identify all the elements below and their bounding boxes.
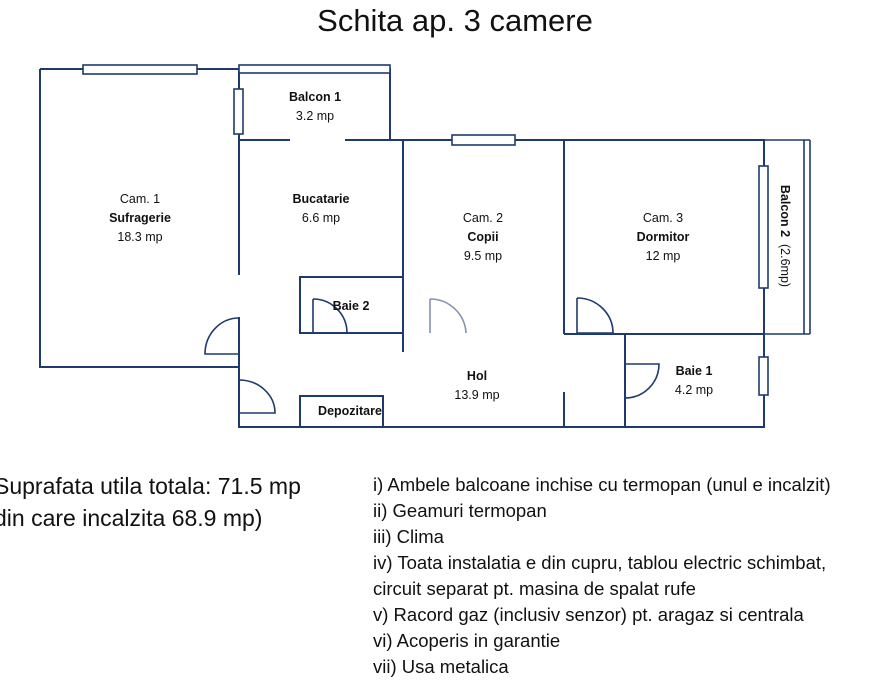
feature-item: ii) Geamuri termopan [373,500,547,521]
room-label-cam2: Cam. 2 Copii 9.5 mp [462,211,504,263]
room-label-cam3: Cam. 3 Dormitor 12 mp [636,211,690,263]
feature-item: i) Ambele balcoane inchise cu termopan (… [373,474,831,495]
doors [204,297,660,414]
surface-heated: din care incalzita 68.9 mp) [0,505,263,531]
feature-item: vi) Acoperis in garantie [373,630,561,651]
windows [82,64,769,396]
features-list: i) Ambele balcoane inchise cu termopan (… [373,472,831,680]
surface-total: Suprafata utila totala: 71.5 mp [0,473,301,499]
feature-item: iv) Toata instalatia e din cupru, tablou… [373,552,827,573]
feature-item: iii) Clima [373,526,444,547]
room-label-cam1: Cam. 1 Sufragerie 18.3 mp [109,192,171,244]
room-label-balcon1: Balcon 1 3.2 mp [288,90,342,123]
room-label-baie2: Baie 2 [332,299,370,313]
room-label-depozitare: Depozitare [318,404,382,418]
page-title: Schita ap. 3 camere [317,3,593,38]
room-label-baie1: Baie 1 4.2 mp [674,364,714,397]
feature-item: v) Racord gaz (inclusiv senzor) pt. arag… [373,604,804,625]
room-label-hol: Hol 13.9 mp [454,369,500,402]
feature-item: circuit separat pt. masina de spalat ruf… [373,578,696,599]
room-label-bucatarie: Bucatarie 6.6 mp [292,192,350,225]
room-label-balcon2: Balcon 2 (2.6mp) [778,184,792,288]
balcony-2-frame [764,139,811,335]
surface-summary: Suprafata utila totala: 71.5 mp din care… [0,470,301,534]
feature-item: vii) Usa metalica [373,656,509,677]
